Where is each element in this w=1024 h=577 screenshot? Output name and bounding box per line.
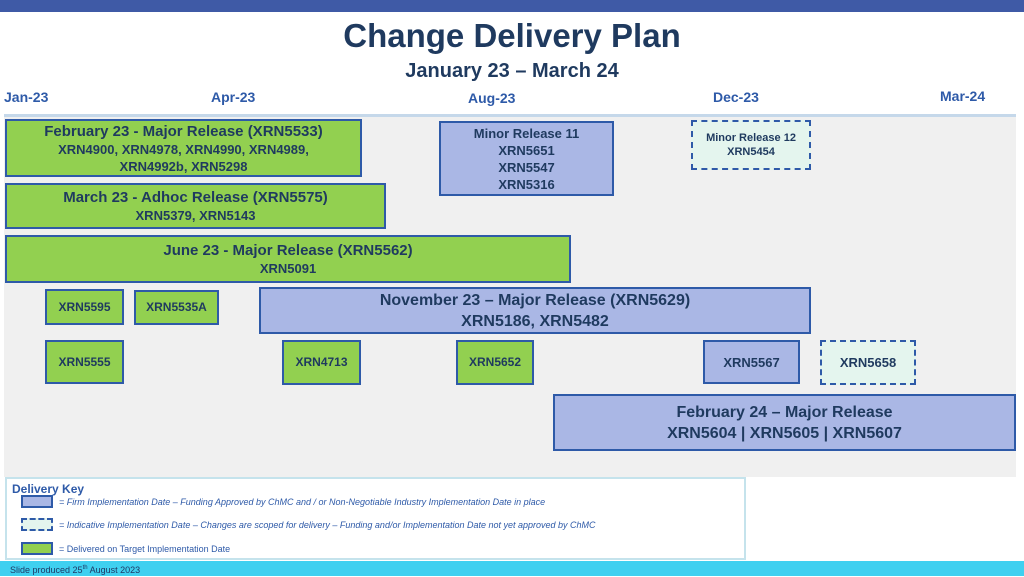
item-xrn4713-label: XRN4713 <box>295 355 348 369</box>
release-feb24-title: February 24 – Major Release <box>676 403 893 421</box>
timeline-axis-line <box>4 114 1016 117</box>
item-xrn5535a-label: XRN5535A <box>146 300 207 314</box>
page-subtitle: January 23 – March 24 <box>405 60 619 82</box>
release-minor12-item: XRN5454 <box>727 146 775 158</box>
release-feb23-title: February 23 - Major Release (XRN5533) <box>44 122 323 140</box>
release-nov23-title: November 23 – Major Release (XRN5629) <box>379 291 691 309</box>
release-minor11-item: XRN5316 <box>498 176 555 192</box>
release-jun23-title: June 23 - Major Release (XRN5562) <box>163 242 413 259</box>
axis-tick-aug23: Aug-23 <box>468 90 516 106</box>
release-jun23-bar: June 23 - Major Release (XRN5562) XRN509… <box>5 235 571 283</box>
delivery-key-panel: Delivery Key = Firm Implementation Date … <box>5 477 746 560</box>
release-feb24-line1: XRN5604 | XRN5605 | XRN5607 <box>667 424 902 442</box>
release-minor12-bar: Minor Release 12 XRN5454 <box>691 120 811 170</box>
key-indicative-text: = Indicative Implementation Date – Chang… <box>59 520 596 530</box>
key-firm-swatch <box>21 495 53 508</box>
release-feb24-bar: February 24 – Major Release XRN5604 | XR… <box>553 394 1016 451</box>
release-feb23-bar: February 23 - Major Release (XRN5533) XR… <box>5 119 362 177</box>
axis-tick-mar24: Mar-24 <box>940 88 986 104</box>
item-xrn5555-bar: XRN5555 <box>45 340 124 384</box>
item-xrn5652-label: XRN5652 <box>468 355 522 369</box>
key-delivered-text: = Delivered on Target Implementation Dat… <box>59 544 231 554</box>
release-mar23-bar: March 23 - Adhoc Release (XRN5575) XRN53… <box>5 183 386 229</box>
release-feb23-line2: XRN4992b, XRN5298 <box>119 158 248 174</box>
item-xrn5567-bar: XRN5567 <box>703 340 800 384</box>
item-xrn5595-bar: XRN5595 <box>45 289 124 325</box>
top-accent-bar <box>0 0 1024 12</box>
delivery-key-title: Delivery Key <box>12 482 85 496</box>
item-xrn5567-label: XRN5567 <box>723 354 780 370</box>
slide-footer: Slide produced 25th August 2023 <box>10 562 140 577</box>
key-delivered-swatch <box>21 542 53 555</box>
bottom-accent-bar <box>0 561 1024 576</box>
release-jun23-line1: XRN5091 <box>259 261 317 276</box>
release-minor11-title: Minor Release 11 <box>473 125 580 141</box>
key-indicative-swatch <box>21 518 53 531</box>
release-mar23-title: March 23 - Adhoc Release (XRN5575) <box>63 189 328 206</box>
release-nov23-line1: XRN5186, XRN5482 <box>461 312 609 330</box>
item-xrn5658-bar: XRN5658 <box>820 340 916 385</box>
page-title: Change Delivery Plan <box>343 17 681 54</box>
axis-tick-jan23: Jan-23 <box>4 89 49 105</box>
release-feb23-line1: XRN4900, XRN4978, XRN4990, XRN4989, <box>58 141 309 157</box>
footer-date-rest: August 2023 <box>87 565 141 575</box>
item-xrn5555-label: XRN5555 <box>58 354 111 369</box>
release-nov23-bar: November 23 – Major Release (XRN5629) XR… <box>259 287 811 334</box>
release-minor12-title: Minor Release 12 <box>706 132 796 144</box>
key-firm-text: = Firm Implementation Date – Funding App… <box>59 497 546 507</box>
release-minor11-bar: Minor Release 11 XRN5651 XRN5547 XRN5316 <box>439 121 614 196</box>
item-xrn5595-label: XRN5595 <box>58 299 111 314</box>
footer-ordinal: th <box>82 565 88 571</box>
axis-tick-dec23: Dec-23 <box>713 89 759 105</box>
item-xrn5535a-bar: XRN5535A <box>134 290 219 325</box>
item-xrn5658-label: XRN5658 <box>839 355 897 370</box>
release-minor11-item: XRN5651 <box>498 142 555 158</box>
release-minor11-item: XRN5547 <box>498 159 555 175</box>
release-mar23-line1: XRN5379, XRN5143 <box>135 208 256 223</box>
footer-prefix: Slide produced 25 <box>10 565 83 575</box>
item-xrn5652-bar: XRN5652 <box>456 340 534 385</box>
item-xrn4713-bar: XRN4713 <box>282 340 361 385</box>
axis-tick-apr23: Apr-23 <box>211 89 256 105</box>
